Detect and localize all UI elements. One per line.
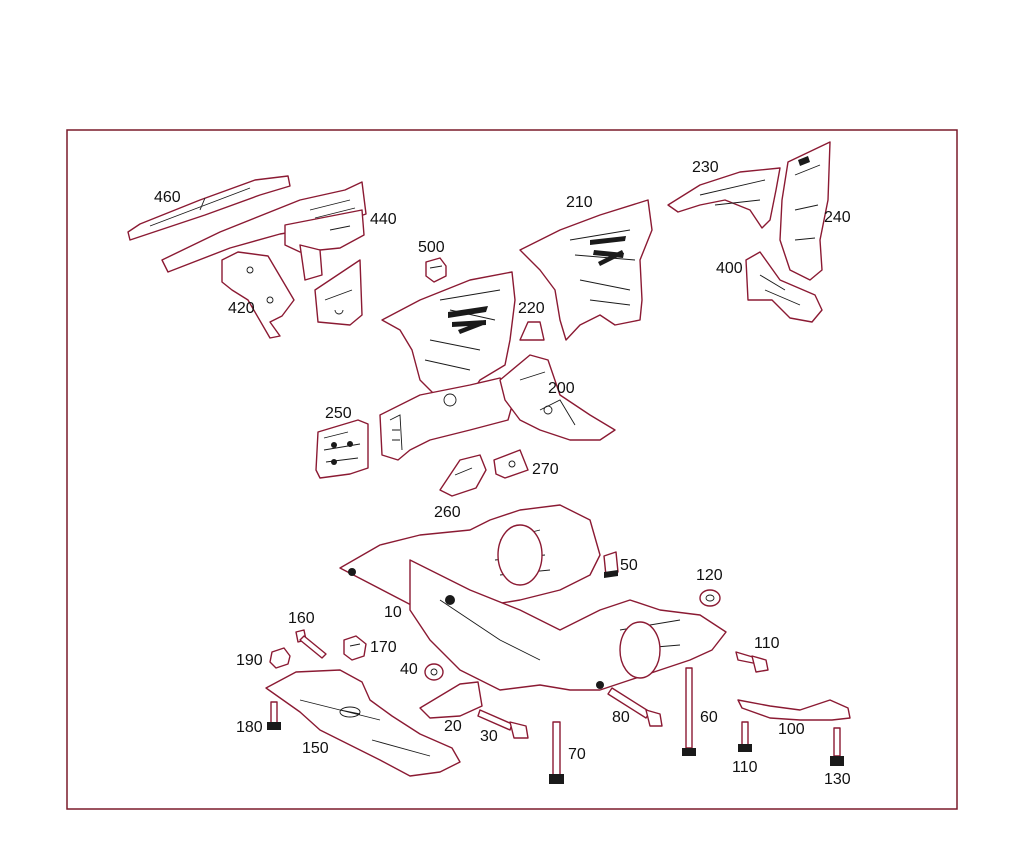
callout-160: 160: [288, 610, 315, 627]
callout-60: 60: [700, 709, 718, 726]
part-230-panel[interactable]: [667, 167, 781, 229]
callout-110-lower: 110: [732, 759, 758, 776]
callout-260: 260: [434, 504, 461, 521]
callout-420: 420: [228, 300, 255, 317]
callout-190: 190: [236, 652, 263, 669]
callout-110-upper: 110: [754, 635, 780, 652]
part-100-bracket[interactable]: [737, 699, 851, 721]
part-240-pillar[interactable]: [779, 141, 831, 281]
part-50-bushing[interactable]: [603, 551, 619, 578]
part-210-wheelhouse-right[interactable]: [519, 199, 653, 341]
part-270-bracket[interactable]: [493, 449, 529, 479]
callout-40: 40: [400, 661, 418, 678]
callout-200: 200: [548, 380, 575, 397]
part-80-bolt[interactable]: [607, 687, 663, 727]
part-500-nut[interactable]: [425, 257, 447, 283]
part-110-bolt-lower[interactable]: [738, 721, 752, 752]
part-260-bracket[interactable]: [439, 454, 487, 497]
callout-440: 440: [370, 211, 397, 228]
callout-170: 170: [370, 639, 397, 656]
part-20-bracket[interactable]: [419, 681, 483, 719]
callout-180: 180: [236, 719, 263, 736]
part-130-bolt[interactable]: [830, 727, 844, 766]
callout-400: 400: [716, 260, 743, 277]
part-440-lower-bracket[interactable]: [314, 259, 363, 326]
callout-500: 500: [418, 239, 445, 256]
part-200-wheelhouse-left[interactable]: [379, 271, 616, 461]
callout-50: 50: [620, 557, 638, 574]
callout-130: 130: [824, 771, 851, 788]
callout-210: 210: [566, 194, 593, 211]
part-190-nut[interactable]: [269, 647, 291, 669]
callout-250: 250: [325, 405, 352, 422]
callout-20: 20: [444, 718, 462, 735]
callout-270: 270: [532, 461, 559, 478]
part-10-subframe[interactable]: [339, 504, 727, 691]
callout-30: 30: [480, 728, 498, 745]
part-250-plate[interactable]: [315, 419, 369, 479]
part-70-bolt[interactable]: [549, 721, 564, 784]
callout-70: 70: [568, 746, 586, 763]
part-170-nut[interactable]: [343, 635, 367, 661]
part-160-bolt[interactable]: [295, 629, 327, 659]
part-150-skid-plate[interactable]: [265, 669, 461, 777]
callout-240: 240: [824, 209, 851, 226]
part-120-washer[interactable]: [699, 589, 721, 607]
part-110-bolt-upper[interactable]: [735, 651, 769, 673]
part-420-bracket[interactable]: [221, 251, 295, 339]
callout-230: 230: [692, 159, 719, 176]
part-180-bolt[interactable]: [267, 701, 281, 730]
callout-460: 460: [154, 189, 181, 206]
callout-120: 120: [696, 567, 723, 584]
part-40-washer[interactable]: [424, 663, 444, 681]
callout-220: 220: [518, 300, 545, 317]
callout-10: 10: [384, 604, 402, 621]
part-60-bolt[interactable]: [682, 667, 696, 756]
callout-100: 100: [778, 721, 805, 738]
part-440-side-member[interactable]: [161, 181, 367, 281]
callout-150: 150: [302, 740, 329, 757]
callout-80: 80: [612, 709, 630, 726]
part-220-bracket[interactable]: [519, 321, 545, 341]
part-460-rail[interactable]: [127, 175, 291, 241]
part-400-panel[interactable]: [745, 251, 823, 323]
part-30-bolt[interactable]: [477, 709, 529, 739]
